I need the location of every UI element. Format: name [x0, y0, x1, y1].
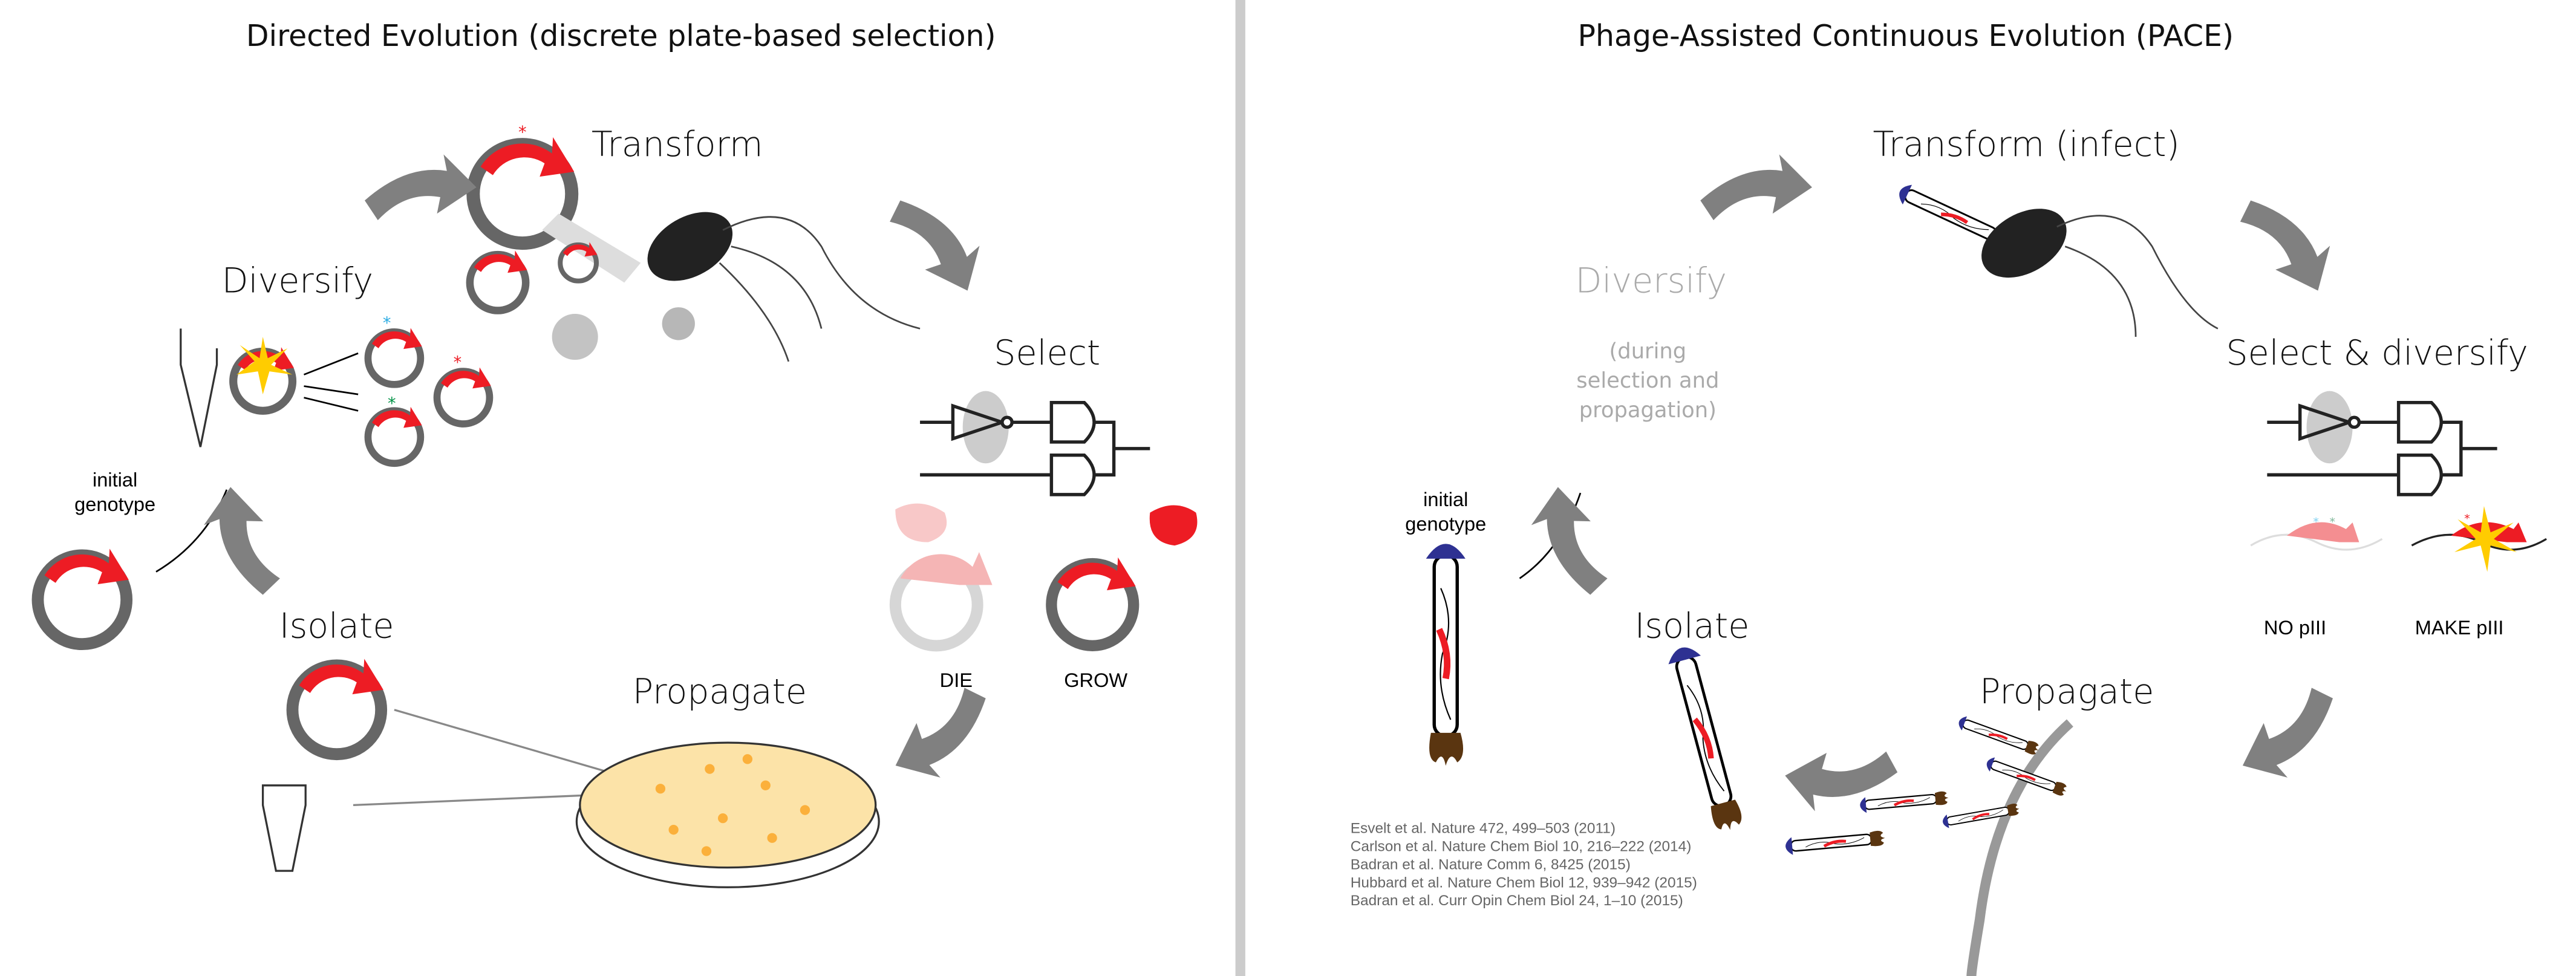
host-cell-edge — [1966, 719, 2073, 976]
bacterium-icon — [647, 212, 921, 362]
faded-gene-arrow-icon — [900, 551, 993, 585]
cycle-arrow-icon — [198, 481, 282, 603]
petri-dish-icon — [575, 741, 880, 888]
outcome-die: DIE — [940, 669, 973, 691]
variant-plasmid-icon — [437, 368, 491, 424]
no-piii-icon: ** — [2250, 515, 2383, 551]
cycle-arrow-icon — [364, 154, 477, 221]
small-plasmid-icon — [470, 250, 527, 310]
diversify-note: propagation) — [1579, 398, 1717, 423]
svg-text:*: * — [2330, 515, 2335, 529]
step-label-transform-infect: Transform (infect) — [1873, 125, 2179, 164]
right-panel: Phage-Assisted Continuous Evolution (PAC… — [1351, 19, 2547, 976]
reference: Hubbard et al. Nature Chem Biol 12, 939–… — [1351, 874, 1697, 891]
mutation-asterisk-icon: * — [518, 123, 527, 142]
initial-genotype-label: genotype — [1405, 513, 1486, 535]
outcome-grow: GROW — [1064, 669, 1127, 691]
right-panel-title: Phage-Assisted Continuous Evolution (PAC… — [1578, 19, 2234, 53]
cycle-arrow-icon — [879, 681, 1009, 795]
reference: Badran et al. Curr Opin Chem Biol 24, 1–… — [1351, 893, 1683, 909]
initial-genotype-label: genotype — [74, 493, 155, 515]
surviving-plasmid-icon — [1051, 558, 1135, 646]
cycle-arrow-icon — [1525, 481, 1610, 603]
initial-plasmid-icon — [37, 548, 128, 644]
cycle-arrow-icon — [2226, 681, 2356, 795]
isolated-phage-icon — [1665, 643, 1746, 834]
cycle-arrow-icon — [1700, 154, 1812, 221]
step-label-select: Select — [994, 333, 1100, 373]
reference: Esvelt et al. Nature 472, 499–503 (2011) — [1351, 821, 1616, 837]
phage-icon — [1859, 790, 1949, 813]
initial-genotype-label: initial — [93, 468, 137, 490]
isolated-plasmid-icon — [292, 659, 383, 754]
step-label-isolate: Isolate — [1635, 606, 1750, 646]
make-piii-icon: * — [2411, 506, 2547, 572]
logic-gate-circuit-icon — [2267, 403, 2497, 495]
tube-icon — [261, 784, 307, 872]
bacterium-icon — [1981, 209, 2219, 337]
variant-plasmid-icon — [368, 407, 422, 463]
mutation-asterisk-icon: * — [388, 395, 396, 414]
diversify-note: (during — [1609, 339, 1687, 363]
reference: Carlson et al. Nature Chem Biol 10, 216–… — [1351, 838, 1692, 854]
variant-plasmid-icon — [368, 328, 422, 384]
phage-icon — [1957, 714, 2041, 757]
fuzzy-cell-icon — [662, 307, 695, 340]
diversify-arrows — [303, 352, 359, 412]
protein-blob-icon — [1149, 505, 1198, 546]
panel-divider — [1235, 0, 1245, 976]
logic-gate-circuit-icon — [920, 403, 1150, 495]
step-label-propagate: Propagate — [1980, 672, 2154, 712]
tube-icon — [180, 328, 218, 447]
thin-arrow-icon — [155, 489, 228, 573]
step-label-diversify: Diversify — [222, 261, 373, 301]
step-label-select-diversify: Select & diversify — [2226, 333, 2528, 373]
initial-phage-icon — [1426, 544, 1466, 766]
phage-icon — [1984, 755, 2069, 798]
step-label-diversify: Diversify — [1576, 261, 1727, 301]
references-list: Esvelt et al. Nature 472, 499–503 (2011)… — [1351, 821, 1697, 909]
cycle-arrow-icon — [883, 177, 996, 307]
svg-text:*: * — [2464, 512, 2470, 525]
mutation-asterisk-icon: * — [383, 314, 391, 333]
outcome-no-piii: NO pIII — [2264, 616, 2326, 639]
svg-text:*: * — [2313, 515, 2318, 529]
fuzzy-cell-icon — [552, 313, 598, 360]
left-panel-title: Directed Evolution (discrete plate-based… — [246, 19, 996, 53]
cycle-arrow-icon — [2233, 177, 2347, 307]
reference: Badran et al. Nature Comm 6, 8425 (2015) — [1351, 856, 1631, 873]
diversify-note: selection and — [1576, 368, 1719, 393]
step-label-isolate: Isolate — [279, 606, 394, 646]
mutation-asterisk-icon: * — [454, 354, 462, 373]
mutagenesis-burst-icon — [236, 337, 293, 395]
step-label-transform: Transform — [592, 125, 763, 164]
outcome-make-piii: MAKE pIII — [2415, 616, 2504, 639]
protein-blob-icon — [895, 503, 947, 542]
initial-genotype-label: initial — [1423, 488, 1468, 510]
phage-icon — [1785, 829, 1886, 856]
left-panel: Directed Evolution (discrete plate-based… — [37, 19, 1198, 888]
step-label-propagate: Propagate — [633, 672, 807, 712]
